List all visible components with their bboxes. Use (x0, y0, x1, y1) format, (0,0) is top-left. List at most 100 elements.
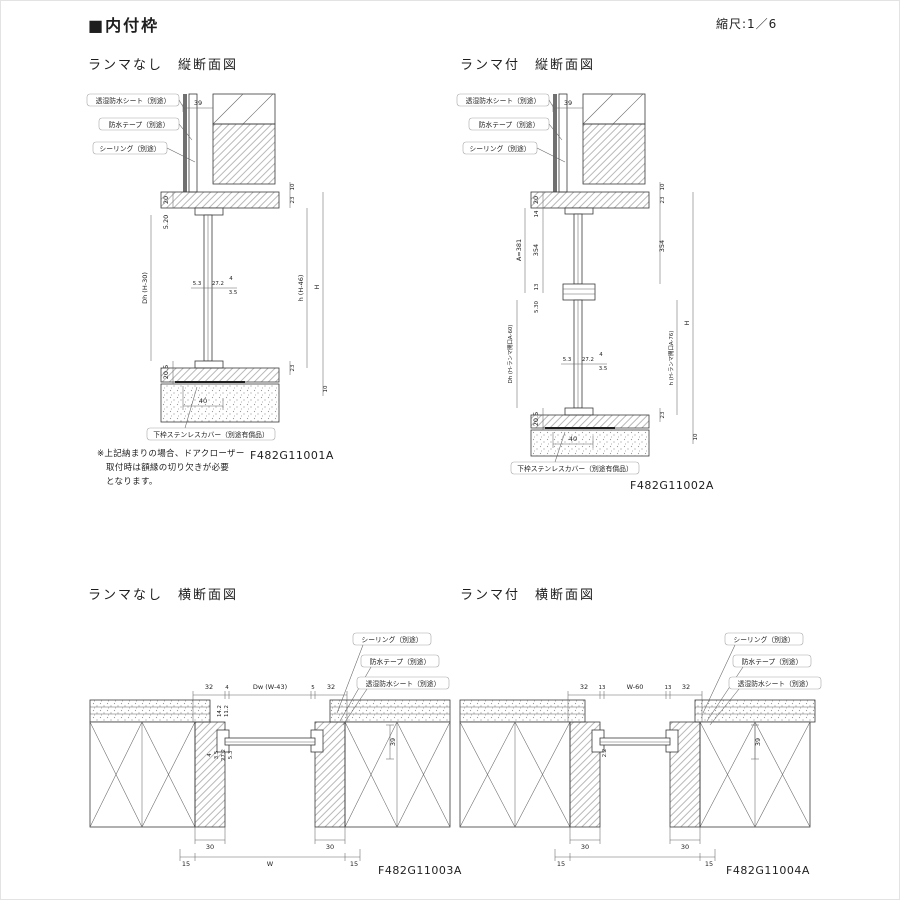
dim-right-32: 32 (327, 683, 335, 691)
dim-head-a: 20 (532, 196, 540, 204)
dim-right-top-10: 10 (660, 183, 666, 190)
wall-structure (183, 93, 276, 193)
dim-door-width: Dw (W-43) (253, 683, 287, 691)
callout-sealing: シーリング（別途） (469, 144, 530, 153)
callout-waterproof-sheet: 透湿防水シート（別途） (738, 679, 813, 688)
callout-sill-cover: 下枠ステンレスカバー（別途有償品） (517, 464, 633, 473)
callouts: シーリング（別途） 防水テープ（別途） 透湿防水シート（別途） (702, 632, 822, 726)
sheathing-board (558, 93, 568, 193)
dim-transom-total: A=381 (515, 239, 523, 261)
drawing-code-3: F482G11003A (378, 864, 462, 877)
dim-transom-354: 354 (532, 244, 540, 256)
callout-sealing: シーリング（別途） (733, 635, 794, 644)
dim-left-32: 32 (205, 683, 213, 691)
dimensions: 39 20 14 354 13 A=381 5.30 Dh (H-ランマ開口A-… (507, 99, 699, 448)
dim-mid-272: 27.2 (212, 281, 224, 287)
callout-sill-cover: 下枠ステンレスカバー（別途有償品） (153, 430, 269, 439)
dim-overall-w: W (267, 860, 274, 868)
callout-waterproof-sheet: 透湿防水シート（別途） (366, 679, 441, 688)
dim-stack-4: 4 (207, 753, 213, 757)
scale-note: 縮尺:1／6 (716, 17, 778, 31)
drawing-code-1: F482G11001A (250, 449, 334, 462)
dim-bottom-40: 40 (569, 435, 577, 443)
sill-and-ground (530, 407, 650, 457)
dim-right-354: 354 (658, 240, 666, 252)
door-panel (216, 729, 324, 753)
dim-transom-14: 14 (534, 210, 540, 217)
diagram-vertical-section-no-transom: 39 20 5.20 Dh (H-30) h (H-46) H 10 23 5.… (86, 93, 329, 441)
dim-right-13: 13 (665, 685, 672, 691)
dim-stack-35: 3.5 (214, 751, 220, 760)
callout-sealing: シーリング（別途） (361, 635, 422, 644)
dim-right-bottom-23: 23 (290, 365, 296, 372)
callouts: 透湿防水シート（別途） 防水テープ（別途） シーリング（別途） 下枠ステンレスカ… (86, 93, 276, 441)
dim-right-bottom-23: 23 (660, 412, 666, 419)
dim-right-39: 39 (389, 738, 397, 746)
wall-structure (553, 93, 646, 193)
dim-mid-35: 3.5 (229, 290, 238, 296)
waterproof-sheet (553, 94, 557, 192)
dim-stack-142: 14.2 (217, 705, 223, 717)
dim-bottom-205: 20.5 (162, 365, 170, 379)
dim-right-bottom-10: 10 (323, 385, 329, 392)
siding (89, 699, 451, 723)
dim-door-height: Dh (H-30) (141, 272, 149, 304)
drawing-code-2: F482G11002A (630, 479, 714, 492)
dim-stack-272: 27.2 (221, 749, 227, 761)
subtitle-vertical-no-transom: ランマなし 縦断面図 (88, 58, 239, 73)
note-line-2: 取付時は額縁の切り欠きが必要 (106, 463, 230, 473)
dim-right-32: 32 (682, 683, 690, 691)
dim-right-top-10: 10 (290, 183, 296, 190)
dim-right-5: 5 (311, 685, 314, 691)
dim-bottom-40: 40 (199, 397, 207, 405)
subtitle-horizontal-transom: ランマ付 横断面図 (460, 588, 596, 603)
subtitle-vertical-transom: ランマ付 縦断面図 (460, 58, 596, 73)
transom-glass (573, 213, 583, 285)
dim-top-width: 39 (564, 99, 572, 107)
sill-and-ground (160, 360, 280, 423)
ground-hatch (530, 429, 650, 457)
diagram-horizontal-section-no-transom: 32 4 Dw (W-43) 5 32 14.2 11.2 4 3.5 27.2… (89, 632, 451, 868)
callouts: シーリング（別途） 防水テープ（別途） 透湿防水シート（別途） (336, 632, 450, 726)
dim-stack-53: 5.3 (228, 751, 234, 760)
door-panel (591, 729, 679, 753)
dim-jamb-right-30: 30 (681, 843, 689, 851)
dim-rail-530: 5.30 (534, 300, 540, 313)
dim-opening-w: W-60 (627, 683, 644, 691)
dim-door-22: 2.2 (602, 749, 608, 758)
head-frame (530, 191, 650, 215)
dim-edge-left-15: 15 (182, 860, 190, 868)
dim-jamb-left-30: 30 (581, 843, 589, 851)
dimensions: 32 4 Dw (W-43) 5 32 14.2 11.2 4 3.5 27.2… (179, 683, 397, 868)
dim-transom-13: 13 (534, 284, 540, 291)
dim-right-bottom-10: 10 (693, 433, 699, 440)
dim-stack-112: 11.2 (224, 705, 230, 717)
dim-mid-53: 5.3 (193, 281, 202, 287)
dimensions: 32 13 W-60 13 32 2.2 39 30 30 15 15 (554, 683, 762, 868)
door-panel (573, 299, 583, 409)
callout-waterproof-tape: 防水テープ（別途） (742, 657, 803, 666)
dim-left-32: 32 (580, 683, 588, 691)
note-line-1: ※上記納まりの場合、ドアクローザー (97, 449, 245, 459)
dim-overall-height: H (313, 284, 321, 289)
dim-top-width: 39 (194, 99, 202, 107)
wall-framing (89, 721, 451, 828)
dim-mid-272: 27.2 (582, 357, 594, 363)
waterproof-sheet (183, 94, 187, 192)
dim-head-b: 5.20 (162, 215, 170, 229)
dim-jamb-left-30: 30 (206, 843, 214, 851)
dim-bottom-205: 20.5 (532, 412, 540, 426)
dimensions: 39 20 5.20 Dh (H-30) h (H-46) H 10 23 5.… (141, 99, 329, 410)
dim-opening-height: h (H-46) (297, 275, 305, 302)
dim-jamb-right-30: 30 (326, 843, 334, 851)
dim-mid-53: 5.3 (563, 357, 572, 363)
dim-right-top-23: 23 (290, 197, 296, 204)
subtitle-horizontal-no-transom: ランマなし 横断面図 (88, 588, 239, 603)
callout-waterproof-tape: 防水テープ（別途） (109, 120, 170, 129)
dim-mid-35: 3.5 (599, 366, 608, 372)
callout-waterproof-tape: 防水テープ（別途） (479, 120, 540, 129)
drawing-code-4: F482G11004A (726, 864, 810, 877)
dim-mid-4: 4 (229, 276, 233, 282)
note-line-3: となります。 (106, 477, 158, 487)
